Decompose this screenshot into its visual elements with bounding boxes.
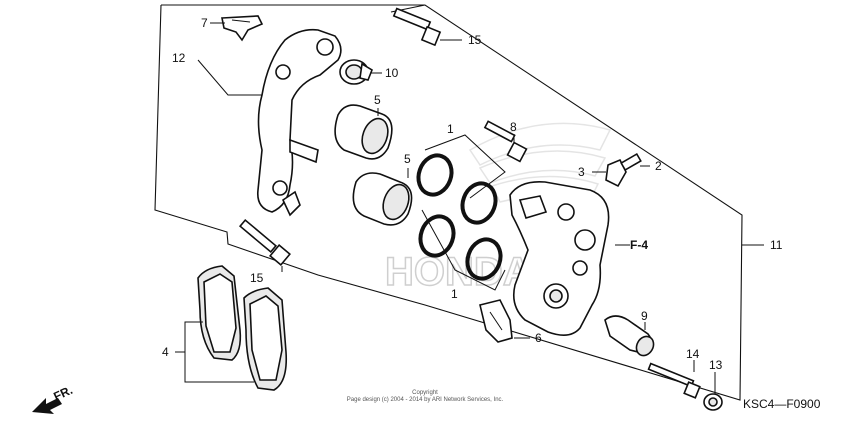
callout-13: 13 [709, 358, 723, 372]
ref-f4: F-4 [630, 238, 648, 252]
callout-7: 7 [201, 16, 208, 30]
pin-bolt [647, 362, 701, 399]
callout-1-bottom: 1 [451, 287, 458, 301]
diagram-code: KSC4—F0900 [743, 397, 821, 411]
pin-plug [703, 393, 723, 411]
pad-retainer [479, 299, 513, 343]
leader-lines [175, 22, 764, 394]
callout-5-top: 5 [374, 93, 381, 107]
slide-pin-boot [604, 315, 655, 357]
callout-11: 11 [770, 238, 783, 252]
callout-4: 4 [162, 345, 169, 359]
callout-12: 12 [172, 51, 186, 65]
piston-seals [416, 134, 506, 291]
callout-1-top: 1 [447, 122, 454, 136]
front-arrow-icon [32, 398, 62, 414]
callout-8: 8 [510, 120, 517, 134]
assembly-frame [154, 4, 743, 401]
bolt-bottom [238, 218, 291, 266]
bleed-valve [483, 120, 528, 163]
piston-lower [352, 172, 413, 226]
callout-6: 6 [535, 331, 542, 345]
pad-spring-clip [221, 15, 264, 42]
caliper-bracket [256, 28, 342, 217]
clip-and-pin [605, 152, 642, 188]
callout-5-mid: 5 [404, 152, 411, 166]
front-label: FR. [51, 383, 74, 404]
caliper-body [509, 180, 610, 336]
copyright-line-2: Page design (c) 2004 - 2014 by ARI Netwo… [347, 397, 504, 403]
bolt-top [392, 7, 442, 47]
callout-9: 9 [641, 309, 648, 323]
piston-upper [334, 104, 393, 160]
dust-boot [339, 59, 373, 85]
copyright-line-1: Copyright [412, 390, 438, 396]
callout-3: 3 [578, 165, 585, 179]
callout-15-top: 15 [468, 33, 482, 47]
callout-14: 14 [686, 347, 700, 361]
callout-10: 10 [385, 66, 399, 80]
brake-pads [197, 265, 288, 391]
callout-15-bottom: 15 [250, 271, 264, 285]
callout-2: 2 [655, 159, 662, 173]
